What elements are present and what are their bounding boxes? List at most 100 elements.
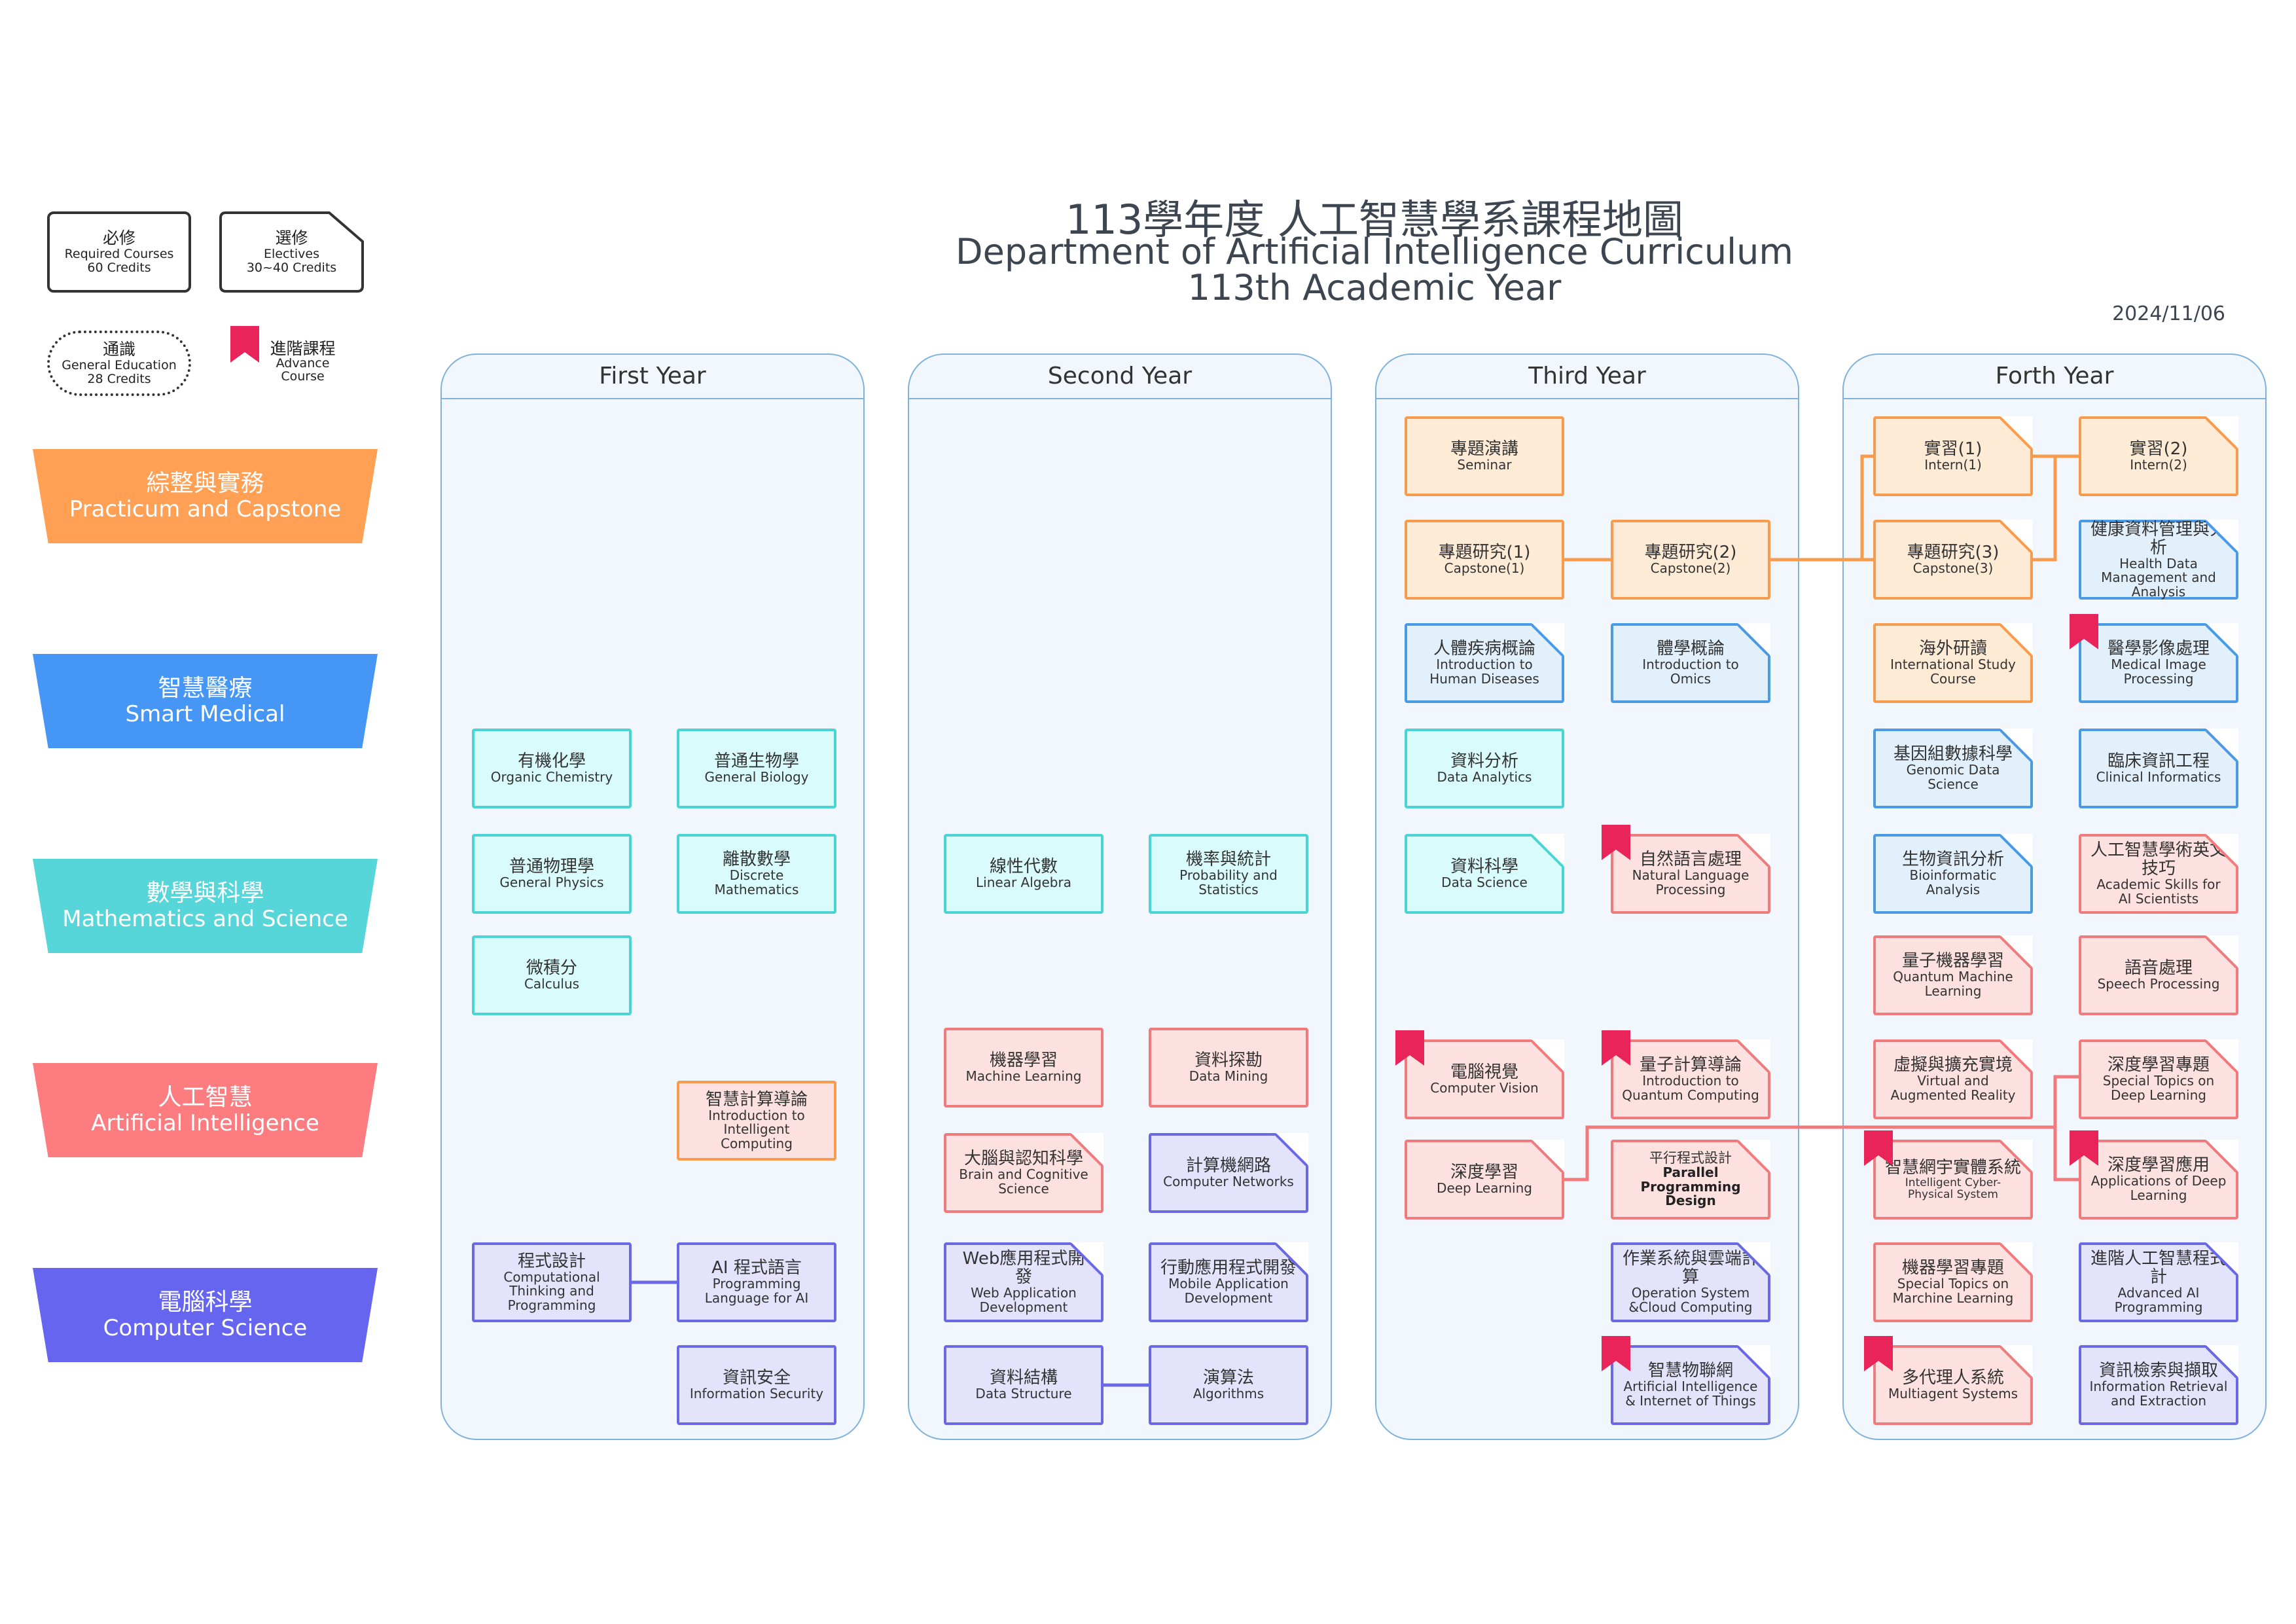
- course-name-en: Clinical Informatics: [2096, 769, 2221, 785]
- course-name-en: Information Retrieval and Extraction: [2089, 1379, 2228, 1409]
- course-name-en: Capstone(3): [1912, 560, 1994, 577]
- course-name-en: Machine Learning: [965, 1068, 1082, 1085]
- course-name-en: Genomic Data Science: [1906, 762, 2000, 793]
- course-intro-intelligent-computing[interactable]: 智慧計算導論 Introduction to Intelligent Compu…: [677, 1081, 836, 1161]
- course-name-zh: 量子計算導論: [1639, 1055, 1742, 1075]
- course-mobile-application[interactable]: 行動應用程式開發 Mobile Application Development: [1149, 1242, 1308, 1322]
- course-web-application[interactable]: Web應用程式開發 Web Application Development: [944, 1242, 1103, 1322]
- category-label-zh: 人工智慧: [158, 1083, 253, 1111]
- course-medical-image[interactable]: 醫學影像處理 Medical Image Processing: [2079, 623, 2238, 703]
- folded-corner-icon: [2000, 520, 2033, 552]
- course-linear-algebra[interactable]: 線性代數 Linear Algebra: [944, 834, 1103, 914]
- course-computational-thinking[interactable]: 程式設計 Computational Thinking and Programm…: [472, 1242, 632, 1322]
- course-academic-skills[interactable]: 人工智慧學術英文技巧 Academic Skills for AI Scient…: [2079, 834, 2238, 914]
- folded-corner-icon: [2000, 729, 2033, 761]
- course-name-zh: 虛擬與擴充實境: [1893, 1055, 2013, 1075]
- course-name-zh: 生物資訊分析: [1901, 850, 2004, 870]
- course-dl-special-topics[interactable]: 深度學習專題 Special Topics on Deep Learning: [2079, 1039, 2238, 1119]
- course-computer-networks[interactable]: 計算機網路 Computer Networks: [1149, 1133, 1308, 1213]
- course-quantum-ml[interactable]: 量子機器學習 Quantum Machine Learning: [1873, 935, 2033, 1015]
- course-name-en: Quantum Machine Learning: [1893, 969, 2013, 1000]
- course-information-retrieval[interactable]: 資訊檢索與擷取 Information Retrieval and Extrac…: [2079, 1345, 2238, 1425]
- course-data-mining[interactable]: 資料探勘 Data Mining: [1149, 1028, 1308, 1108]
- course-name-zh: 醫學影像處理: [2107, 639, 2210, 659]
- course-data-analytics[interactable]: 資料分析 Data Analytics: [1405, 729, 1564, 808]
- course-dl-applications[interactable]: 深度學習應用 Applications of Deep Learning: [2079, 1140, 2238, 1219]
- course-name-zh: 智慧計算導論: [705, 1089, 808, 1110]
- course-name-en: Introduction to Quantum Computing: [1622, 1073, 1759, 1104]
- course-general-physics[interactable]: 普通物理學 General Physics: [472, 834, 632, 914]
- course-name-zh: 資料探勘: [1194, 1051, 1263, 1071]
- course-intro-omics[interactable]: 體學概論 Introduction to Omics: [1611, 623, 1770, 703]
- legend-general-zh: 通識: [102, 340, 135, 359]
- course-capstone-3[interactable]: 專題研究(3) Capstone(3): [1873, 520, 2033, 600]
- course-genomic-data[interactable]: 基因組數據科學 Genomic Data Science: [1873, 729, 2033, 808]
- course-deep-learning[interactable]: 深度學習 Deep Learning: [1405, 1140, 1564, 1219]
- course-name-zh: 大腦與認知科學: [963, 1149, 1083, 1169]
- course-name-en: Advanced AI Programming: [2114, 1285, 2203, 1316]
- course-aiot[interactable]: 智慧物聯網 Artificial Intelligence & Internet…: [1611, 1345, 1770, 1425]
- course-name-zh: 語音處理: [2124, 958, 2193, 979]
- course-name-en: Medical Image Processing: [2111, 657, 2206, 687]
- course-name-en: Virtual and Augmented Reality: [1890, 1073, 2016, 1104]
- course-name-zh: 人工智慧學術英文技巧: [2090, 840, 2227, 879]
- course-general-biology[interactable]: 普通生物學 General Biology: [677, 729, 836, 808]
- course-brain-cognitive-science[interactable]: 大腦與認知科學 Brain and Cognitive Science: [944, 1133, 1103, 1213]
- course-information-security[interactable]: 資訊安全 Information Security: [677, 1345, 836, 1425]
- course-name-en: Linear Algebra: [976, 875, 1071, 891]
- course-ml-special-topics[interactable]: 機器學習專題 Special Topics on Marchine Learni…: [1873, 1242, 2033, 1322]
- course-virtual-augmented-reality[interactable]: 虛擬與擴充實境 Virtual and Augmented Reality: [1873, 1039, 2033, 1119]
- course-name-en: Operation System &Cloud Computing: [1628, 1285, 1753, 1316]
- course-name-zh: 臨床資訊工程: [2107, 751, 2210, 772]
- course-human-diseases[interactable]: 人體疾病概論 Introduction to Human Diseases: [1405, 623, 1564, 703]
- course-machine-learning[interactable]: 機器學習 Machine Learning: [944, 1028, 1103, 1108]
- course-programming-language-ai[interactable]: AI 程式語言 Programming Language for AI: [677, 1242, 836, 1322]
- course-name-zh: 深度學習應用: [2107, 1155, 2210, 1176]
- course-health-data[interactable]: 健康資料管理與分析 Health Data Management and Ana…: [2079, 520, 2238, 600]
- course-seminar[interactable]: 專題演講 Seminar: [1405, 416, 1564, 496]
- course-parallel-programming[interactable]: 平行程式設計 Parallel Programming Design: [1611, 1140, 1770, 1219]
- folded-corner-icon: [2206, 935, 2238, 968]
- course-data-structure[interactable]: 資料結構 Data Structure: [944, 1345, 1103, 1425]
- course-cyber-physical[interactable]: 智慧網宇實體系統 Intelligent Cyber-Physical Syst…: [1873, 1140, 2033, 1219]
- course-natural-language-processing[interactable]: 自然語言處理 Natural Language Processing: [1611, 834, 1770, 914]
- course-intern-1[interactable]: 實習(1) Intern(1): [1873, 416, 2033, 496]
- course-multiagent-systems[interactable]: 多代理人系統 Multiagent Systems: [1873, 1345, 2033, 1425]
- connector-line: [1860, 454, 1873, 560]
- folded-corner-icon: [1276, 1242, 1308, 1275]
- course-name-zh: 量子機器學習: [1901, 951, 2004, 971]
- course-advanced-ai-programming[interactable]: 進階人工智慧程式計 Advanced AI Programming: [2079, 1242, 2238, 1322]
- course-name-zh: 海外研讀: [1918, 639, 1987, 659]
- course-discrete-mathematics[interactable]: 離散數學 Discrete Mathematics: [677, 834, 836, 914]
- legend-electives-zh: 選修: [275, 228, 308, 248]
- legend-electives-credits: 30~40 Credits: [246, 260, 337, 275]
- course-calculus[interactable]: 微積分 Calculus: [472, 935, 632, 1015]
- course-name-zh: 自然語言處理: [1639, 850, 1742, 870]
- category-practicum-capstone: 綜整與實務 Practicum and Capstone: [33, 449, 378, 543]
- legend-advance: 進階課程 Advance Course: [262, 340, 344, 384]
- course-name-en: Academic Skills for AI Scientists: [2096, 876, 2221, 907]
- course-quantum-computing[interactable]: 量子計算導論 Introduction to Quantum Computing: [1611, 1039, 1770, 1119]
- category-label-en: Computer Science: [103, 1315, 308, 1342]
- course-bioinformatic[interactable]: 生物資訊分析 Bioinformatic Analysis: [1873, 834, 2033, 914]
- course-algorithms[interactable]: 演算法 Algorithms: [1149, 1345, 1308, 1425]
- course-international-study[interactable]: 海外研讀 International Study Course: [1873, 623, 2033, 703]
- course-organic-chemistry[interactable]: 有機化學 Organic Chemistry: [472, 729, 632, 808]
- course-name-en: Computer Vision: [1430, 1080, 1539, 1096]
- course-capstone-1[interactable]: 專題研究(1) Capstone(1): [1405, 520, 1564, 600]
- course-computer-vision[interactable]: 電腦視覺 Computer Vision: [1405, 1039, 1564, 1119]
- folded-corner-icon: [1738, 1345, 1770, 1378]
- course-name-zh: 體學概論: [1656, 639, 1725, 659]
- course-os-cloud[interactable]: 作業系統與雲端計算 Operation System &Cloud Comput…: [1611, 1242, 1770, 1322]
- course-capstone-2[interactable]: 專題研究(2) Capstone(2): [1611, 520, 1770, 600]
- course-data-science[interactable]: 資料科學 Data Science: [1405, 834, 1564, 914]
- course-intern-2[interactable]: 實習(2) Intern(2): [2079, 416, 2238, 496]
- legend-advance-zh: 進階課程: [270, 339, 336, 358]
- course-speech-processing[interactable]: 語音處理 Speech Processing: [2079, 935, 2238, 1015]
- course-probability-statistics[interactable]: 機率與統計 Probability and Statistics: [1149, 834, 1308, 914]
- legend-advance-en: Advance: [276, 356, 330, 371]
- course-name-zh: 專題研究(2): [1644, 543, 1737, 563]
- folded-corner-icon: [2206, 1140, 2238, 1172]
- course-clinical-informatics[interactable]: 臨床資訊工程 Clinical Informatics: [2079, 729, 2238, 808]
- course-name-zh: 離散數學: [722, 850, 791, 870]
